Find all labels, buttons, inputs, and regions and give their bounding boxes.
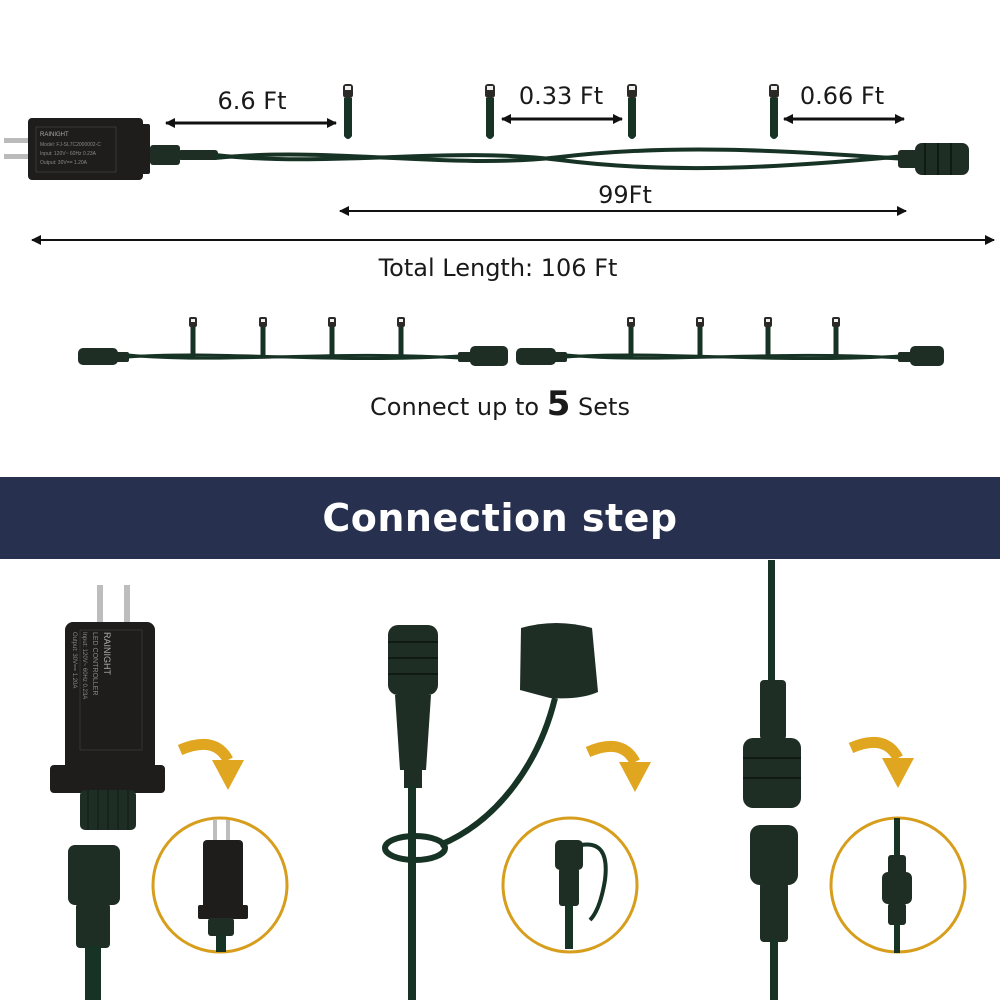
bulb-spacing-label: 0.33 Ft: [518, 82, 604, 110]
step2-connector: [382, 623, 598, 1000]
adapter-brand-step: RAINIGHT: [102, 632, 112, 676]
adapter-title-step: LED CONTROLLER: [91, 632, 98, 695]
led-bulb: [485, 84, 495, 139]
led-bulb: [627, 317, 635, 358]
led-bulb: [328, 317, 336, 358]
adapter-brand-text: RAINIGHT: [40, 132, 69, 138]
led-bulb: [696, 317, 704, 358]
detail-circle-adapter: [151, 816, 289, 954]
lead-length-label: 6.6 Ft: [217, 87, 287, 115]
section-banner: Connection step: [0, 477, 1000, 559]
detail-circle-connector: [501, 816, 639, 954]
led-bulb: [627, 84, 637, 139]
led-bulb: [832, 317, 840, 358]
tail-length-label: 0.66 Ft: [799, 82, 885, 110]
led-bulb: [764, 317, 772, 358]
string-cable-top: [214, 147, 906, 171]
connected-set-1: [78, 346, 508, 366]
curved-arrow-3: [848, 736, 914, 788]
adapter-input-text: Input: 120V~ 60Hz 0.23A: [40, 151, 97, 157]
lit-length-label: 99Ft: [598, 181, 652, 209]
detail-circle-joined: [829, 816, 967, 954]
led-bulb: [343, 84, 353, 139]
connect-prefix: Connect up to: [370, 393, 540, 421]
led-bulb: [397, 317, 405, 358]
step3-connectors: [743, 560, 801, 1000]
adapter-output-step: Output: 30V== 1.20A: [71, 632, 77, 688]
connect-count: 5: [546, 384, 571, 424]
adapter-input-step: Input: 120V~ 60Hz 0.23A: [81, 632, 87, 699]
step1-adapter: RAINIGHT LED CONTROLLER Input: 120V~ 60H…: [50, 585, 165, 1000]
led-bulb: [189, 317, 197, 358]
banner-title: Connection step: [322, 496, 678, 540]
total-length-label: Total Length: 106 Ft: [378, 254, 618, 282]
power-adapter-top: RAINIGHT Model: FJ-SL7C2000002-C Input: …: [4, 118, 218, 180]
led-bulb: [259, 317, 267, 358]
led-bulb: [769, 84, 779, 139]
curved-arrow-2: [585, 740, 651, 792]
adapter-model-text: Model: FJ-SL7C2000002-C: [40, 142, 101, 148]
curved-arrow-1: [177, 738, 244, 790]
end-connector-top: [898, 143, 969, 175]
connected-set-2: [516, 346, 944, 366]
adapter-output-text: Output: 30V== 1.20A: [40, 160, 88, 166]
connect-sets-text: Connect up to 5 Sets: [370, 384, 630, 424]
connect-suffix: Sets: [578, 393, 630, 421]
